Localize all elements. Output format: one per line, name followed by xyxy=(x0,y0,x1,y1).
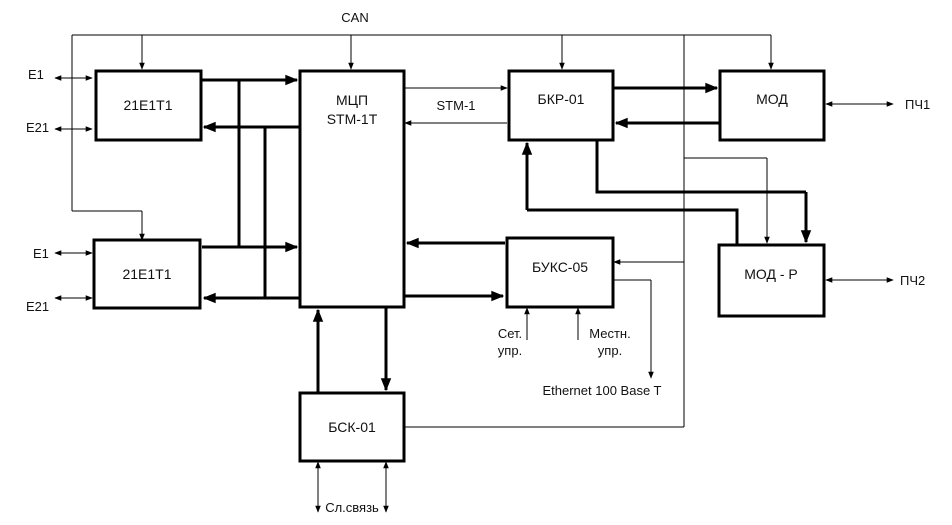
can-bus xyxy=(71,34,774,428)
block-mod-label: МОД xyxy=(756,91,788,107)
label-mestn-upr-2: упр. xyxy=(598,343,622,358)
label-stm1: STM-1 xyxy=(437,98,476,113)
label-can: CAN xyxy=(341,10,368,25)
block-mod-r: МОД - Р xyxy=(717,243,826,318)
external-links xyxy=(54,75,894,513)
block-21e1t1-top: 21E1T1 xyxy=(94,69,203,142)
block-bkr-label: БКР-01 xyxy=(538,91,585,107)
block-mod: МОД xyxy=(718,69,826,142)
block-bkr: БКР-01 xyxy=(507,69,615,142)
label-sl-svyaz: Сл.связь xyxy=(325,500,379,515)
data-links xyxy=(202,74,812,392)
block-21e1t1-bottom: 21E1T1 xyxy=(92,238,202,310)
block-mcp-label-2: STM-1T xyxy=(327,111,378,127)
block-bsk-label: БСК-01 xyxy=(328,419,376,435)
label-e21-bottom: E21 xyxy=(26,299,49,314)
block-21e1t1-top-label: 21E1T1 xyxy=(123,97,172,113)
label-mestn-upr-1: Местн. xyxy=(589,326,630,341)
label-ethernet: Ethernet 100 Base T xyxy=(542,383,661,398)
block-mcp: МЦП STM-1T xyxy=(298,69,406,309)
label-e1-bottom: E1 xyxy=(33,246,49,261)
block-21e1t1-bottom-label: 21E1T1 xyxy=(122,266,171,282)
label-set-upr-2: упр. xyxy=(498,343,522,358)
block-bsk: БСК-01 xyxy=(298,391,406,463)
label-pch1: ПЧ1 xyxy=(905,97,930,112)
block-buks: БУКС-05 xyxy=(505,236,615,309)
label-e21-top: E21 xyxy=(26,120,49,135)
label-e1-top: E1 xyxy=(28,67,44,82)
label-set-upr-1: Сет. xyxy=(498,326,522,341)
label-pch2: ПЧ2 xyxy=(900,273,925,288)
block-mod-r-label: МОД - Р xyxy=(744,266,798,282)
block-buks-label: БУКС-05 xyxy=(532,259,588,275)
block-mcp-label-1: МЦП xyxy=(336,92,368,108)
